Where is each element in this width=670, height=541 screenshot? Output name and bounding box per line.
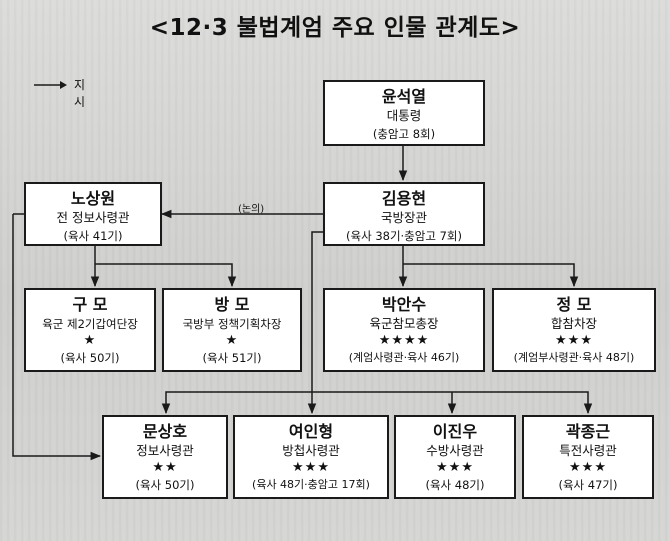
node-jung-note: (계엄부사령관·육사 48기) (513, 351, 635, 364)
node-bang-note: (육사 51기) (202, 351, 262, 365)
node-moon: 문상호 정보사령관 ★★ (육사 50기) (102, 415, 228, 499)
node-yoon-note: (충암고 8회) (372, 127, 436, 141)
node-lee: 이진우 수방사령관 ★★★ (육사 48기) (394, 415, 516, 499)
node-bang-role: 국방부 정책기획차장 (182, 317, 282, 331)
node-kwak-note: (육사 47기) (558, 478, 618, 492)
node-moon-stars: ★★ (152, 460, 178, 475)
node-moon-role: 정보사령관 (136, 443, 194, 458)
node-park-name: 박안수 (381, 295, 427, 314)
node-lee-role: 수방사령관 (426, 443, 484, 458)
node-park-stars: ★★★★ (378, 333, 430, 348)
node-yeo-name: 여인형 (288, 422, 334, 441)
node-kim-note: (육사 38기·충암고 7회) (346, 229, 462, 243)
node-moon-name: 문상호 (142, 422, 188, 441)
node-kwak-stars: ★★★ (569, 460, 607, 475)
node-park: 박안수 육군참모총장 ★★★★ (계엄사령관·육사 46기) (323, 288, 485, 372)
node-lee-note: (육사 48기) (425, 478, 485, 492)
node-yoon-role: 대통령 (386, 108, 422, 123)
node-moon-note: (육사 50기) (135, 478, 195, 492)
node-park-note: (계엄사령관·육사 46기) (348, 351, 460, 364)
edge-kim-jung (403, 263, 579, 288)
node-lee-name: 이진우 (432, 422, 478, 441)
node-gu: 구 모 육군 제2기갑여단장 ★ (육사 50기) (24, 288, 156, 372)
node-kim-name: 김용현 (381, 189, 427, 208)
edge-noh-bang (95, 263, 237, 288)
node-yeo-role: 방첩사령관 (282, 443, 340, 458)
node-lee-stars: ★★★ (436, 460, 474, 475)
node-yeo-stars: ★★★ (292, 460, 330, 475)
node-bang-name: 방 모 (214, 295, 250, 314)
edge-label-discussion: (논의) (238, 204, 265, 215)
node-noh: 노상원 전 정보사령관 (육사 41기) (24, 182, 162, 246)
node-kim: 김용현 국방장관 (육사 38기·충암고 7회) (323, 182, 485, 246)
node-kwak-role: 특전사령관 (559, 443, 617, 458)
arrow-icon (34, 81, 67, 89)
node-gu-role: 육군 제2기갑여단장 (42, 317, 138, 331)
node-kwak-name: 곽종근 (565, 422, 611, 441)
node-yeo-note: (육사 48기·충암고 17회) (252, 478, 370, 491)
node-noh-role: 전 정보사령관 (56, 210, 130, 225)
node-park-role: 육군참모총장 (369, 316, 439, 331)
edge-noh-moon (12, 214, 102, 461)
legend-label: 지시 (74, 78, 86, 109)
node-kwak: 곽종근 특전사령관 ★★★ (육사 47기) (522, 415, 654, 499)
node-kim-role: 국방장관 (380, 210, 427, 225)
node-noh-note: (육사 41기) (63, 229, 123, 243)
edge-kim-yeo (307, 231, 323, 415)
node-noh-name: 노상원 (70, 189, 116, 208)
node-jung-stars: ★★★ (555, 333, 593, 348)
node-jung-role: 합참차장 (550, 316, 597, 331)
node-yoon-name: 윤석열 (381, 87, 427, 106)
node-bang-stars: ★ (225, 333, 239, 348)
node-gu-note: (육사 50기) (60, 351, 120, 365)
edge-branch-moon (161, 391, 312, 415)
node-jung: 정 모 합참차장 ★★★ (계엄부사령관·육사 48기) (492, 288, 656, 372)
page-title: <12·3 불법계엄 주요 인물 관계도> (149, 15, 521, 41)
node-gu-stars: ★ (83, 333, 97, 348)
edge-branch-lee-kwak (312, 391, 593, 415)
node-yeo: 여인형 방첩사령관 ★★★ (육사 48기·충암고 17회) (233, 415, 389, 499)
node-bang: 방 모 국방부 정책기획차장 ★ (육사 51기) (162, 288, 302, 372)
node-gu-name: 구 모 (72, 295, 108, 314)
node-yoon: 윤석열 대통령 (충암고 8회) (323, 80, 485, 146)
node-jung-name: 정 모 (556, 295, 592, 314)
